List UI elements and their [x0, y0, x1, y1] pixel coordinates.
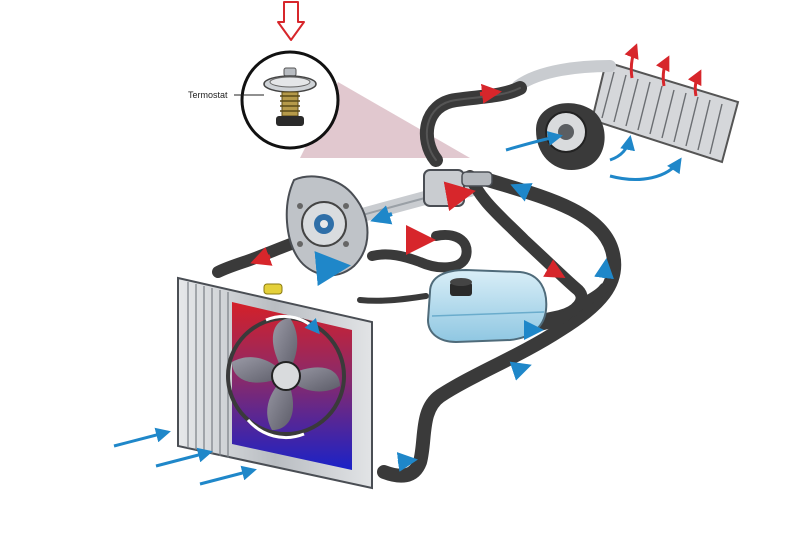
- fan-rotation-arrow-bottom: [246, 418, 305, 439]
- intake-air-arrow-1: [113, 427, 171, 448]
- heater-pipe-upper: [512, 60, 616, 92]
- cold-flow-arrow-1: [370, 205, 393, 225]
- radiator-cap: [263, 283, 283, 295]
- coolant-flow-markers: [250, 83, 614, 472]
- hose-overflow: [357, 293, 429, 304]
- hose-pump-to-radiator: [212, 234, 308, 278]
- heater-air-arrows: [624, 43, 702, 97]
- hot-flow-arrow-3: [250, 247, 273, 266]
- intake-air-arrows: [113, 427, 257, 486]
- cold-flow-arrow-4: [510, 183, 533, 202]
- coolant-reservoir: [426, 268, 548, 344]
- hot-flow-arrow-5: [543, 259, 566, 278]
- blower-air-arrow-3: [609, 157, 682, 181]
- cold-flow-arrow-7: [396, 452, 418, 472]
- blower-fan: [536, 103, 605, 171]
- fan-rotation-arrow-top: [265, 315, 320, 335]
- heat-air-arrow-2: [655, 55, 670, 87]
- hose-return-long: [377, 173, 622, 483]
- thermostat-label: Termostat: [188, 90, 228, 100]
- heat-air-arrow-1: [624, 43, 639, 79]
- cold-flow-arrow-2: [314, 251, 351, 286]
- radiator-fan: [226, 315, 346, 439]
- hose-bypass: [367, 230, 472, 273]
- hose-heater-return: [464, 170, 588, 332]
- intake-air-arrow-2: [155, 447, 213, 468]
- hot-flow-arrow-4: [479, 83, 502, 104]
- indicator-arrow-down: [277, 1, 305, 41]
- intake-air-arrow-3: [199, 465, 257, 486]
- heater-core: [512, 60, 740, 164]
- thermostat-callout: Termostat: [188, 50, 340, 150]
- blower-air-arrow-1: [505, 131, 563, 152]
- heat-air-arrow-3: [687, 69, 702, 97]
- hot-flow-arrow-1: [443, 181, 476, 212]
- water-pump: [285, 175, 369, 277]
- coolant-hoses: [212, 81, 622, 483]
- blower-air-arrows: [505, 131, 682, 181]
- cold-flow-arrow-6: [509, 361, 532, 381]
- thermostat-illustration: [263, 67, 317, 126]
- blower-air-arrow-2: [609, 135, 635, 162]
- reservoir-cap: [450, 282, 472, 296]
- cold-flow-arrow-3: [594, 258, 614, 280]
